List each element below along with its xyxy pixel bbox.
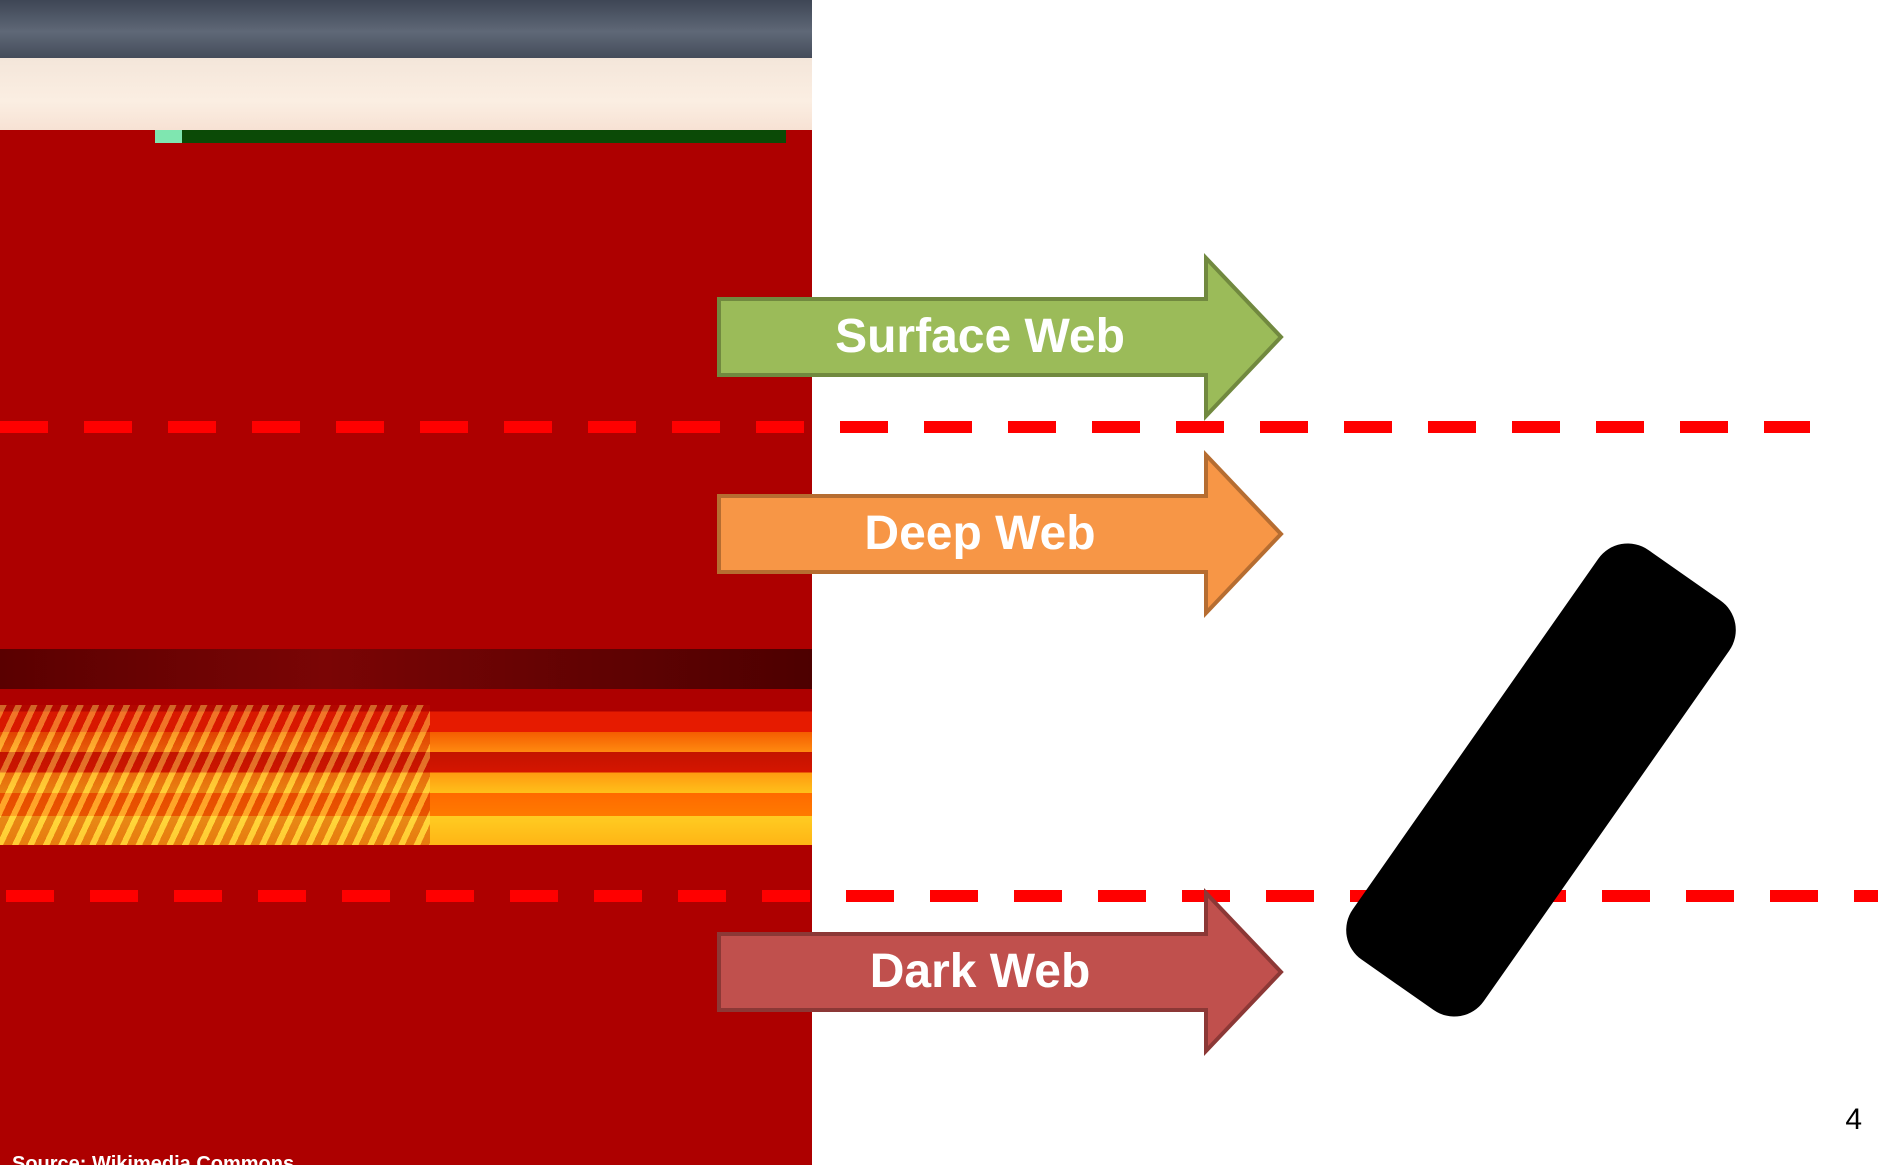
photo-dark-band [0, 649, 812, 689]
photo-sky [0, 0, 812, 58]
surface-web-arrow-shape [717, 252, 1284, 422]
volcano-iceberg-photo: Source: Wikimedia Commons [0, 0, 812, 1165]
photo-lava-band [0, 700, 812, 845]
surface-web-label: Surface Web [835, 310, 1125, 363]
surface-deep-divider [0, 421, 1810, 433]
dark-web-arrow-body [717, 887, 1284, 1057]
redaction-block [1336, 540, 1746, 1020]
redaction-shape [1346, 543, 1736, 1017]
deep-web-arrow-body [717, 449, 1284, 619]
deep-web-arrow: Deep Web [716, 449, 1284, 619]
deep-web-arrow-shape [717, 449, 1284, 619]
dark-web-arrow-shape [717, 887, 1284, 1057]
dark-web-label: Dark Web [869, 945, 1091, 998]
surface-web-arrow: Surface Web [716, 252, 1284, 422]
deep-web-label: Deep Web [864, 507, 1096, 560]
photo-horizon [182, 130, 786, 143]
redaction-rect [1346, 543, 1736, 1017]
surface-web-arrow-body [717, 252, 1284, 422]
photo-credit: Source: Wikimedia Commons [12, 1153, 295, 1165]
photo-haze [0, 58, 812, 130]
photo-lava-texture [0, 705, 430, 845]
dark-web-arrow: Dark Web [716, 887, 1284, 1057]
page-number: 4 [1845, 1103, 1862, 1136]
photo-horizon-accent [155, 130, 183, 143]
